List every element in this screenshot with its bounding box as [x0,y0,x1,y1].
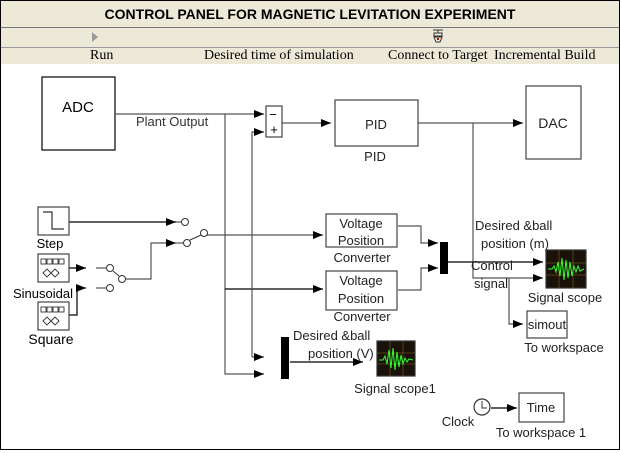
wire-ref-to-sum [251,128,264,357]
sum-node[interactable]: − + [265,105,283,138]
window-title: CONTROL PANEL FOR MAGNETIC LEVITATION EX… [1,1,619,28]
signal-scope1-caption: Signal scope1 [354,381,436,396]
clock-hands [481,401,487,409]
converter1-caption: Converter [333,250,391,265]
manual-switch-source[interactable] [176,218,208,247]
adc-block[interactable]: ADC [41,76,116,151]
dac-label: DAC [538,115,568,131]
converter1-line2: Position [338,233,384,248]
sinusoidal-source-block[interactable]: Sinusoidal [13,253,73,301]
run-button[interactable]: Run [90,48,114,63]
converter2-line2: Position [338,291,384,306]
to-workspace-time-block[interactable]: Time To workspace 1 [496,392,586,440]
sum-plus-sign: + [270,122,278,137]
wire-square-to-switch2 [69,284,86,316]
clock-block[interactable]: Clock [442,398,491,429]
pid-label: PID [365,117,387,132]
converter1-line1: Voltage [339,216,382,231]
step-source-block[interactable]: Step [37,206,70,251]
voltage-position-converter-1[interactable]: Voltage Position Converter [325,213,398,265]
step-icon [43,211,64,230]
signal-scope-caption: Signal scope [528,290,602,305]
toolbar [1,28,619,48]
scope-trace-icon [379,347,414,371]
simulink-canvas: ADC Plant Output − + [1,64,619,448]
play-icon[interactable] [92,32,98,42]
desired-m-label-1: Desired &ball [475,218,552,233]
control-label-1: Control [471,258,513,273]
wires [69,110,543,412]
adc-label: ADC [62,99,94,116]
pid-block[interactable]: PID PID [334,99,419,164]
to-workspace-simout-block[interactable]: simout To workspace [524,310,604,355]
signal-builder-icon [40,306,65,326]
desired-time-field[interactable]: Desired time of simulation [204,48,354,63]
wire-conv2-to-mux [398,264,438,291]
sinusoidal-caption: Sinusoidal [13,286,73,301]
desired-m-label-2: position (m) [481,236,549,251]
simout-label: simout [528,317,567,332]
mux-block-m[interactable] [440,242,448,274]
simout-caption: To workspace [524,340,603,355]
wire-conv1-to-mux [398,225,438,247]
wire-control-to-simout [508,278,523,328]
wire-plant-to-mux1 [224,114,264,378]
converter2-line1: Voltage [339,273,382,288]
pid-caption: PID [364,149,386,164]
block-diagram: ADC Plant Output − + [13,76,604,440]
wire-control-signal [472,123,543,282]
wire-switch2-to-switch1 [122,239,176,280]
signal-builder-icon [40,258,65,278]
converter2-caption: Converter [333,309,391,324]
signal-scope1-block[interactable]: Signal scope1 [354,340,436,396]
scope-trace-icon [548,257,585,281]
incremental-build-button[interactable]: Incremental Build [494,48,596,63]
clock-caption: Clock [442,414,475,429]
mux-block-v[interactable] [281,337,289,379]
manual-switch-waveform[interactable] [96,264,126,292]
desired-v-label-2: position (V) [308,346,374,361]
time-caption: To workspace 1 [496,425,586,440]
voltage-position-converter-2[interactable]: Voltage Position Converter [325,270,398,324]
square-caption: Square [28,331,73,347]
control-label-2: signal [474,276,508,291]
step-caption: Step [37,236,64,251]
toolbar-labels: Run Desired time of simulation Connect t… [1,48,619,64]
connect-target-icon[interactable] [431,29,445,45]
time-label: Time [527,400,555,415]
square-source-block[interactable]: Square [28,301,74,347]
sum-minus-sign: − [269,107,277,122]
signal-scope-block[interactable]: Signal scope [528,249,602,305]
connect-to-target-button[interactable]: Connect to Target [388,48,488,63]
dac-block[interactable]: DAC [525,85,582,160]
plant-output-label: Plant Output [136,114,209,129]
desired-v-label-1: Desired &ball [293,328,370,343]
